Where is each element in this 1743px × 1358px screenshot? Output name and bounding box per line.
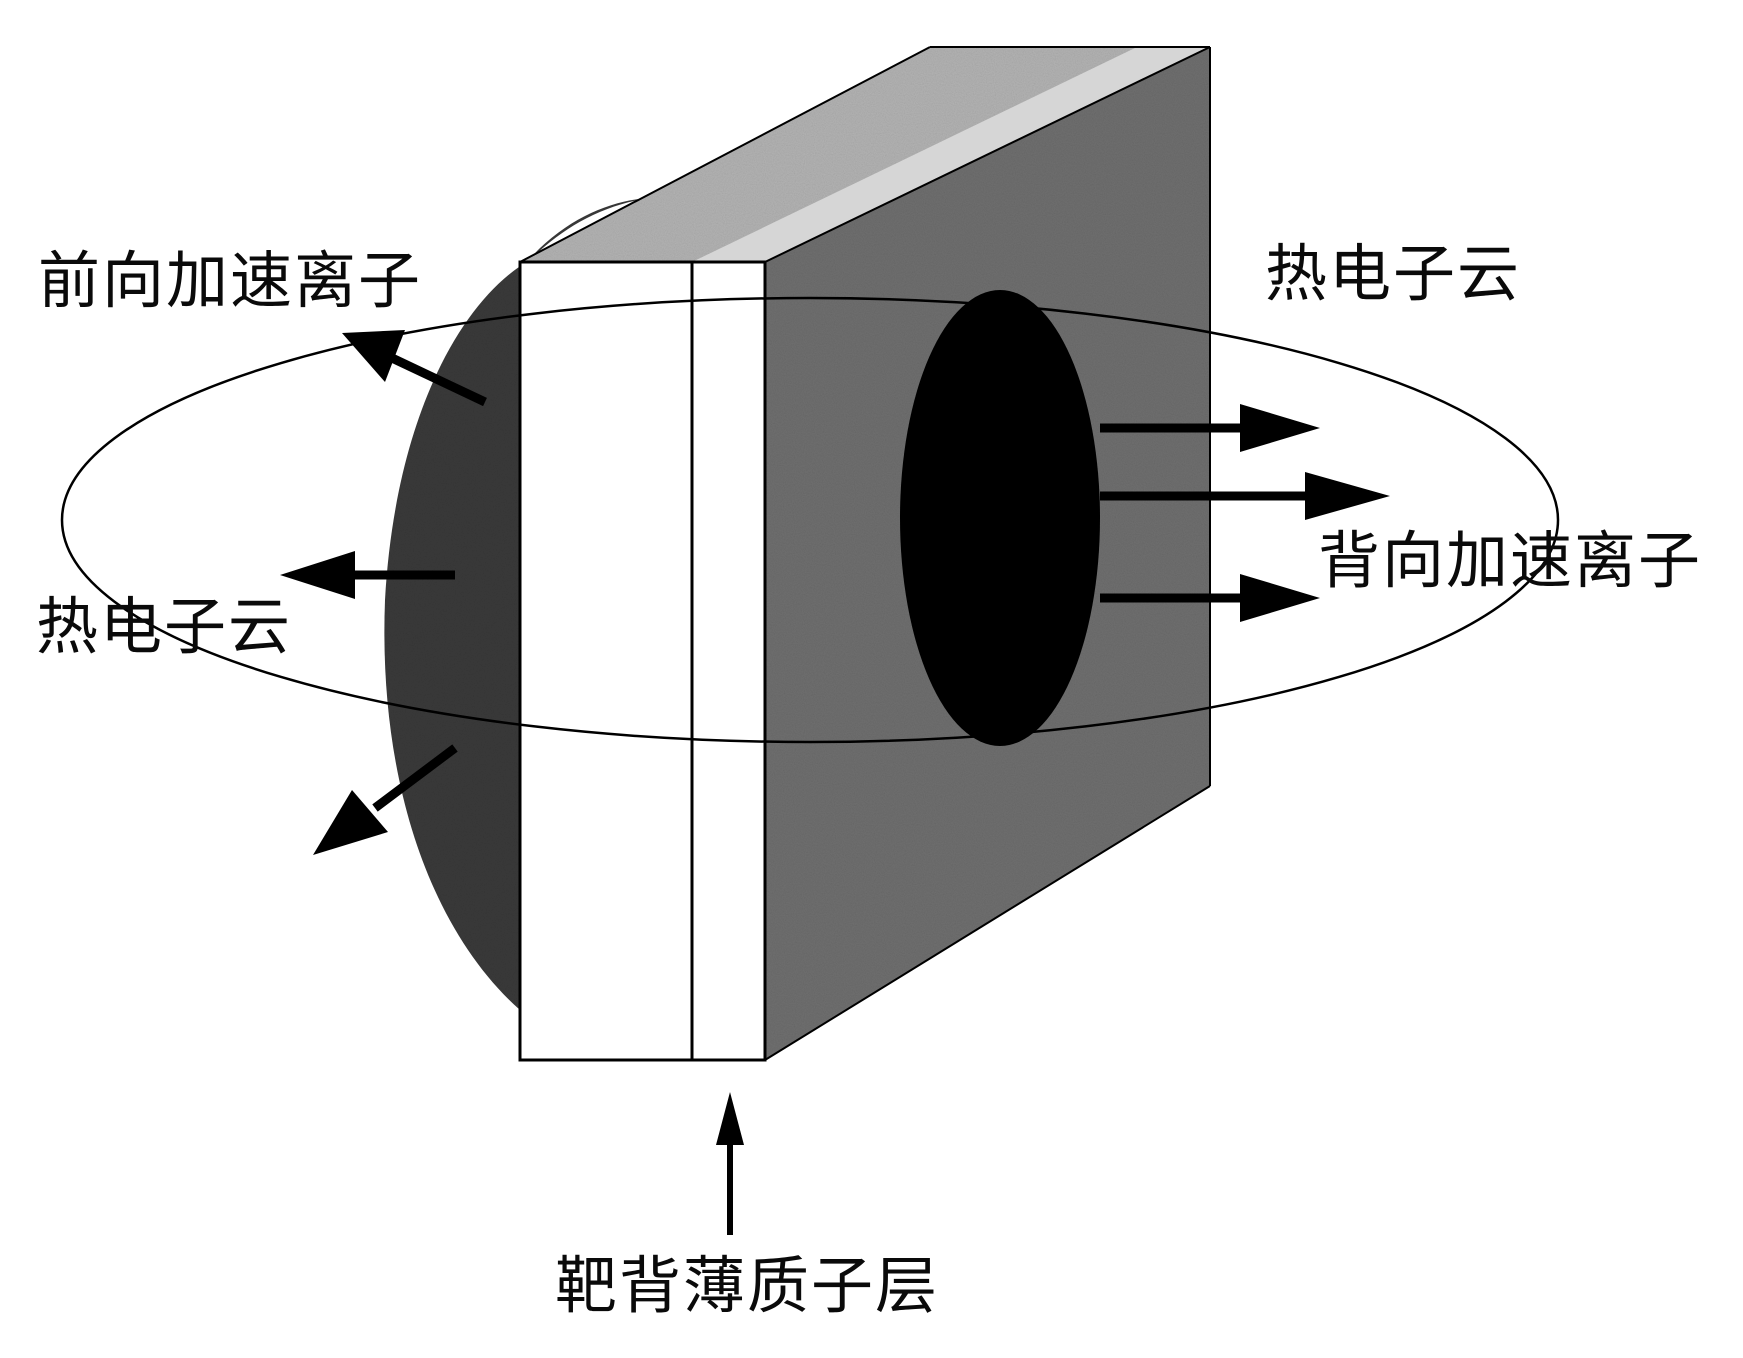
rear-ion-arrow-middle <box>1100 472 1390 520</box>
front-ion-arrow-lower <box>313 744 458 855</box>
label-hot-electron-cloud-right: 热电子云 <box>1265 237 1522 310</box>
rear-ion-arrow-upper <box>1100 404 1320 452</box>
label-target-rear-proton-layer: 靶背薄质子层 <box>555 1249 940 1322</box>
proton-layer-pointer-arrow <box>716 1092 744 1235</box>
top-edge-front <box>519 46 931 263</box>
electron-envelope-ellipse <box>60 296 1560 744</box>
target-front-face <box>518 260 767 1062</box>
front-ion-arrow-upper <box>342 330 487 407</box>
label-front-accelerated-ions: 前向加速离子 <box>38 244 423 317</box>
front-ion-arrow-middle <box>280 551 455 599</box>
label-rear-accelerated-ions: 背向加速离子 <box>1318 524 1703 597</box>
bottom-edge <box>764 785 1211 1061</box>
front-hot-electron-cloud <box>384 198 650 1010</box>
target-top-stripe <box>692 47 1210 262</box>
rear-ion-arrow-lower <box>1100 574 1320 622</box>
rear-hot-electron-cloud <box>900 290 1100 746</box>
top-edge-right <box>764 46 1211 263</box>
label-hot-electron-cloud-left: 热电子云 <box>36 590 293 663</box>
